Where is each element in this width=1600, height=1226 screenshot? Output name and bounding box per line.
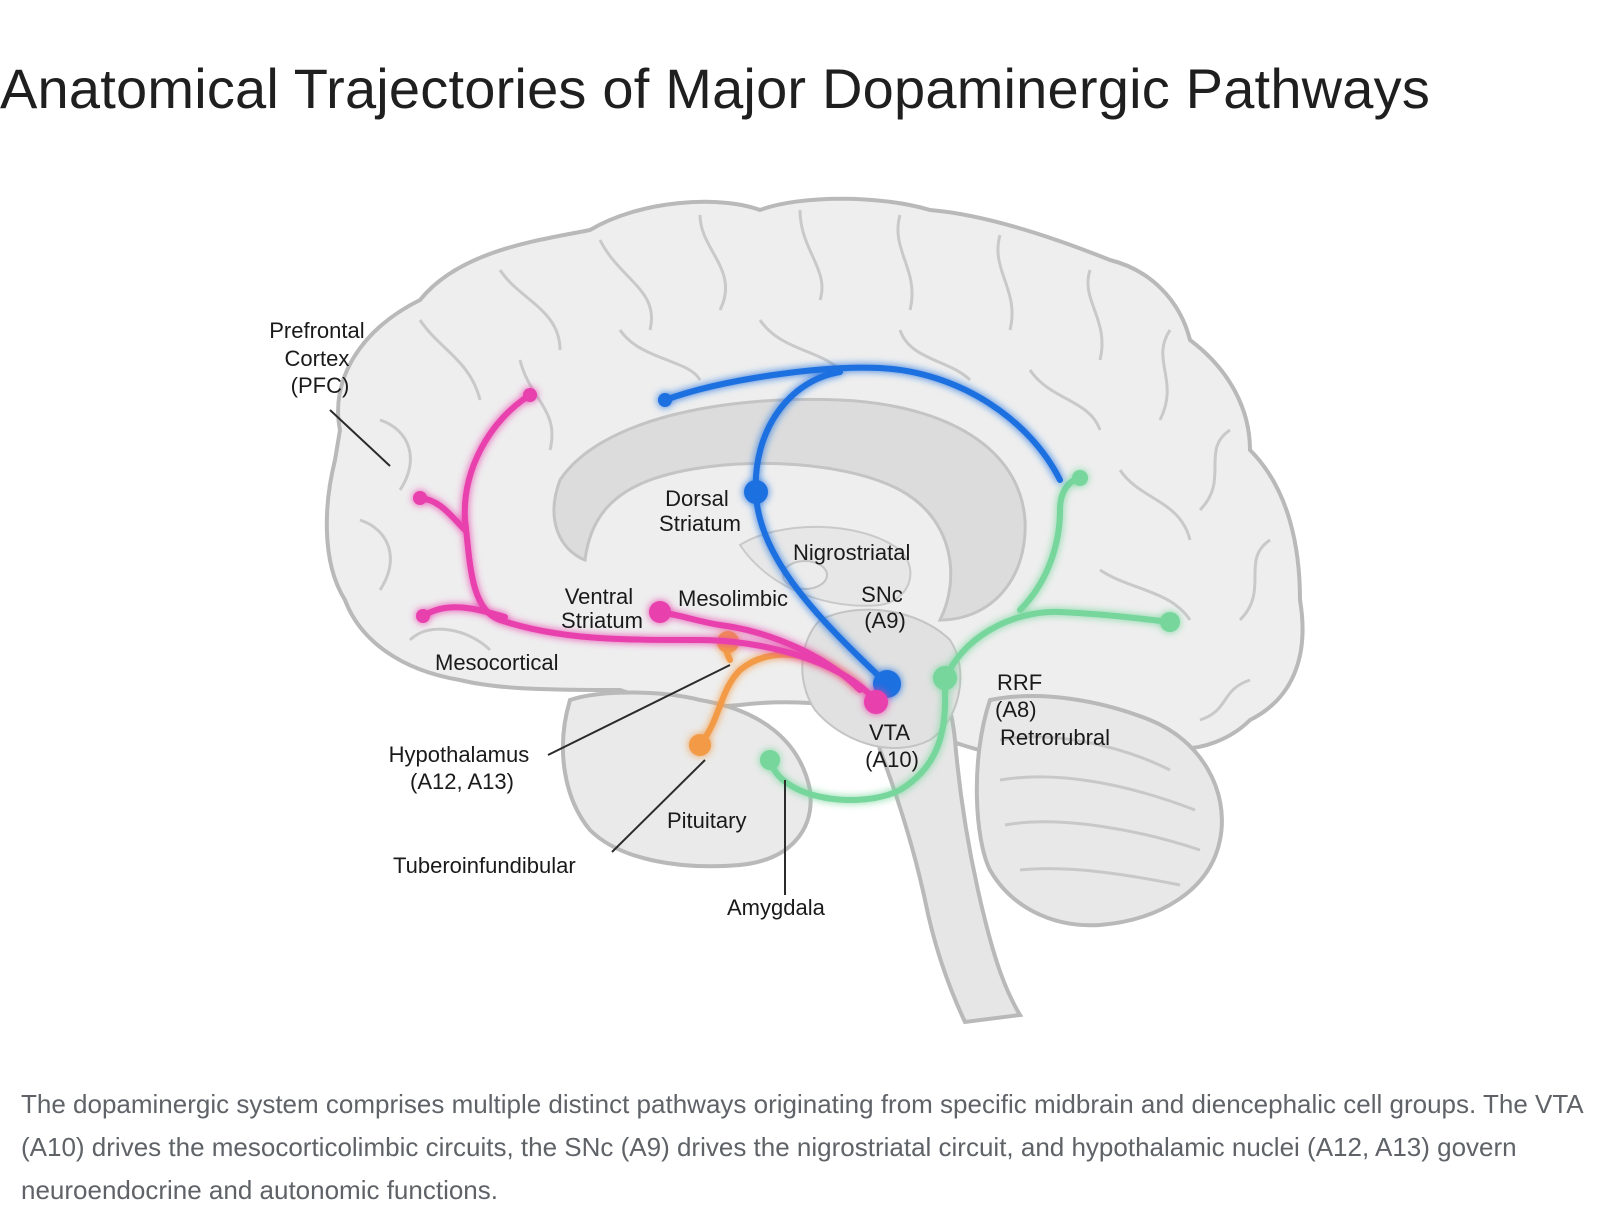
cerebellum-fold <box>1004 820 1201 852</box>
region-labels: Prefrontal Cortex (PFC) Dorsal Striatum … <box>269 318 1110 920</box>
label-rrf: RRF (A8) <box>995 670 1048 722</box>
cerebrum <box>324 196 1305 769</box>
retrorubral-terminal <box>1160 612 1180 632</box>
cerebellum-fold <box>999 735 1171 772</box>
label-nigrostriatal: Nigrostriatal <box>793 540 910 565</box>
ventral-striatum-node <box>649 601 671 623</box>
label-amygdala: Amygdala <box>727 895 826 920</box>
page-title: Anatomical Trajectories of Major Dopamin… <box>0 57 1431 120</box>
pituitary-node <box>689 734 711 756</box>
mesocortical-terminal <box>413 491 427 505</box>
label-tuberoinfundibular: Tuberoinfundibular <box>393 853 576 878</box>
figure-caption: The dopaminergic system comprises multip… <box>21 1089 1583 1205</box>
nigrostriatal-terminal <box>658 393 672 407</box>
label-dorsal-striatum: Dorsal Striatum <box>659 486 741 536</box>
mesocorticolimbic-pathway <box>413 388 888 714</box>
rrf-node <box>933 666 957 690</box>
label-vta: VTA (A10) <box>865 720 919 772</box>
label-retrorubral: Retrorubral <box>1000 725 1110 750</box>
hypothalamus-leader <box>547 664 731 756</box>
cortical-gyri <box>359 209 1271 722</box>
label-hypothalamus: Hypothalamus (A12, A13) <box>389 742 536 794</box>
label-snc: SNc (A9) <box>861 582 909 633</box>
pfc-leader <box>329 409 391 467</box>
brain-outline <box>324 196 1305 1025</box>
label-mesocortical: Mesocortical <box>435 650 558 675</box>
mesocortical-terminal <box>416 609 430 623</box>
retrorubral-pathway <box>760 470 1180 803</box>
amygdala-node <box>760 750 780 770</box>
retrorubral-terminal <box>1072 470 1088 486</box>
corpus-callosum <box>552 397 1027 622</box>
label-pituitary: Pituitary <box>667 808 746 833</box>
leader-lines <box>329 409 786 895</box>
label-pfc: Prefrontal Cortex (PFC) <box>269 318 371 398</box>
cerebellum-fold <box>1019 867 1181 887</box>
tuberoinfundibular-leader <box>611 759 706 853</box>
cerebellum-fold <box>999 775 1196 812</box>
label-mesolimbic: Mesolimbic <box>678 586 788 611</box>
vta-node <box>864 690 888 714</box>
label-ventral-striatum: Ventral Striatum <box>561 584 643 633</box>
dorsal-striatum-node <box>744 480 768 504</box>
mesocortical-terminal <box>523 388 537 402</box>
